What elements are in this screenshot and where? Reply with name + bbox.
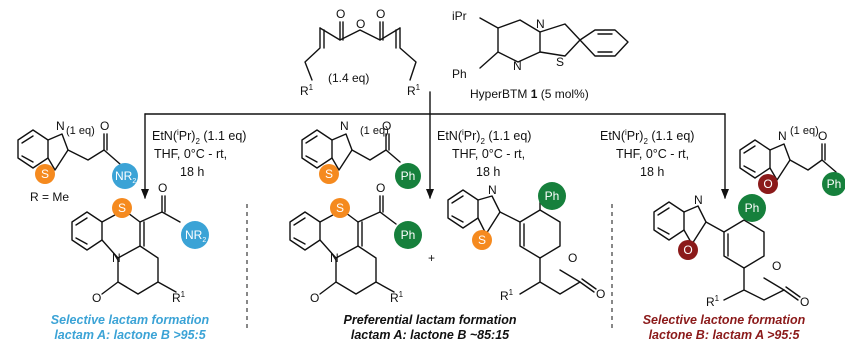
product4-phenyl-label: Ph — [745, 201, 760, 215]
substrate-amide: N O (1 eq) S NR2 R = Me — [17, 119, 138, 204]
anhydride-oxygen: O — [356, 17, 365, 31]
product3-sulfur-marker — [472, 230, 492, 250]
substrate3-n-label: N — [778, 129, 787, 143]
substrate3-o-label: O — [818, 129, 827, 143]
outcome-right: Selective lactone formation lactone B: l… — [643, 313, 806, 342]
outcome-right-ratio: lactone B: lactam A >95:5 — [649, 328, 801, 342]
plus-sign: + — [428, 251, 435, 265]
substrate1-r-definition: R = Me — [30, 190, 69, 204]
substrate3-phenyl-label: Ph — [827, 177, 842, 191]
svg-text:THF, 0°C - rt,: THF, 0°C - rt, — [452, 147, 525, 161]
product1-nr2-marker — [181, 221, 209, 249]
substrate2-n-label: N — [340, 119, 349, 133]
svg-text:THF, 0°C - rt,: THF, 0°C - rt, — [154, 147, 227, 161]
anhydride-r1-left: R1 — [300, 83, 314, 98]
product4-oxygen-label: O — [683, 243, 692, 257]
conditions-middle: EtN(iPr)2 (1.1 eq) THF, 0°C - rt, 18 h — [437, 128, 531, 179]
product2-r1: R1 — [390, 290, 404, 305]
svg-text:EtN(iPr)2 (1.1 eq): EtN(iPr)2 (1.1 eq) — [437, 128, 531, 146]
substrate1-sulfur-label: S — [41, 167, 49, 181]
substrate1-o-label: O — [100, 119, 109, 133]
substrate3-oxygen-label: O — [763, 177, 772, 191]
product2-phenyl-label: Ph — [401, 228, 416, 242]
substrate2-sulfur-label: S — [325, 167, 333, 181]
svg-text:EtN(iPr)2 (1.1 eq): EtN(iPr)2 (1.1 eq) — [600, 128, 694, 146]
product4-oxygen-marker — [678, 240, 698, 260]
product-lactone-thiazole: N O O S Ph R1 — [447, 182, 605, 303]
reaction-arrows — [141, 91, 729, 330]
outcome-right-title: Selective lactone formation — [643, 313, 806, 327]
product1-sulfur-label: S — [118, 201, 126, 215]
product2-n-label: N — [330, 251, 339, 265]
catalyst-ipr-label: iPr — [452, 9, 467, 23]
product4-n-label: N — [694, 193, 703, 207]
substrate-ketone: N O (1 eq) S Ph — [301, 119, 421, 189]
product3-n-label: N — [488, 183, 497, 197]
anhydride-carbonyl-o2: O — [376, 7, 385, 21]
svg-text:18 h: 18 h — [640, 165, 664, 179]
substrate2-phenyl-marker — [395, 163, 421, 189]
svg-text:EtN(iPr)2 (1.1 eq): EtN(iPr)2 (1.1 eq) — [152, 128, 246, 146]
anhydride-r1-right: R1 — [407, 83, 421, 98]
substrate2-phenyl-label: Ph — [401, 169, 416, 183]
product2-carbonyl-o: O — [310, 291, 319, 305]
conditions-right: EtN(iPr)2 (1.1 eq) THF, 0°C - rt, 18 h — [600, 128, 694, 179]
product3-r1: R1 — [500, 288, 514, 303]
hyperbtm-catalyst-structure: iPr Ph N N S HyperBTM 1 (5 mol%) — [452, 9, 629, 101]
substrate3-eq: (1 eq) — [790, 125, 819, 137]
product-lactam-phenyl: N O O S Ph R1 — [289, 181, 422, 305]
anhydride-carbonyl-o1: O — [336, 7, 345, 21]
outcome-middle: Preferential lactam formation lactam A: … — [344, 313, 517, 342]
substrate2-eq: (1 eq) — [360, 125, 389, 137]
product4-phenyl-marker — [738, 194, 766, 222]
product1-sulfur-marker — [112, 198, 132, 218]
product-lactone-oxazole: N O O O Ph R1 — [653, 193, 809, 309]
outcome-middle-ratio: lactam A: lactone B ~85:15 — [351, 328, 510, 342]
outcome-middle-title: Preferential lactam formation — [344, 313, 517, 327]
substrate2-sulfur-marker — [319, 164, 339, 184]
substrate1-sulfur-marker — [35, 164, 55, 184]
product3-carbonyl-o: O — [596, 287, 605, 301]
anhydride-equivalents: (1.4 eq) — [328, 71, 369, 85]
product4-r1: R1 — [706, 294, 720, 309]
catalyst-name: HyperBTM 1 (5 mol%) — [470, 87, 589, 101]
catalyst-n2-label: N — [513, 59, 522, 73]
product-lactam-amide: N O O S NR2 R1 — [71, 181, 209, 305]
anhydride-structure: O O O R1 R1 (1.4 eq) — [300, 7, 421, 98]
product3-phenyl-label: Ph — [545, 189, 560, 203]
product4-carbonyl-o: O — [800, 295, 809, 309]
substrate1-n-label: N — [56, 119, 65, 133]
product1-carbonyl-o: O — [92, 291, 101, 305]
product3-ring-o: O — [568, 251, 577, 265]
product1-o-label: O — [158, 181, 167, 195]
product2-sulfur-marker — [330, 198, 350, 218]
catalyst-ph-label: Ph — [452, 67, 467, 81]
svg-text:18 h: 18 h — [180, 165, 204, 179]
substrate-benzoxazole-ketone: N O (1 eq) O Ph — [739, 125, 845, 196]
product1-nr2-label: NR2 — [185, 228, 206, 244]
product1-n-label: N — [112, 251, 121, 265]
product2-sulfur-label: S — [336, 201, 344, 215]
svg-text:18 h: 18 h — [476, 165, 500, 179]
substrate1-nr2-marker — [112, 163, 138, 189]
conditions-left: EtN(iPr)2 (1.1 eq) THF, 0°C - rt, 18 h — [152, 128, 246, 179]
catalyst-n1-label: N — [536, 17, 545, 31]
product3-sulfur-label: S — [478, 233, 486, 247]
substrate3-phenyl-marker — [822, 172, 845, 196]
product1-r1: R1 — [172, 290, 186, 305]
outcome-left: Selective lactam formation lactam A: lac… — [51, 313, 210, 342]
product4-ring-o: O — [772, 259, 781, 273]
catalyst-s-label: S — [556, 55, 564, 69]
substrate1-eq: (1 eq) — [66, 125, 95, 137]
outcome-left-ratio: lactam A: lactone B >95:5 — [54, 328, 206, 342]
product2-phenyl-marker — [394, 221, 422, 249]
substrate2-o-label: O — [382, 119, 391, 133]
product2-o-label: O — [376, 181, 385, 195]
svg-text:THF, 0°C - rt,: THF, 0°C - rt, — [616, 147, 689, 161]
product3-phenyl-marker — [538, 182, 566, 210]
substrate3-oxygen-marker — [758, 174, 778, 194]
outcome-left-title: Selective lactam formation — [51, 313, 210, 327]
substrate1-nr2-label: NR2 — [115, 169, 136, 185]
